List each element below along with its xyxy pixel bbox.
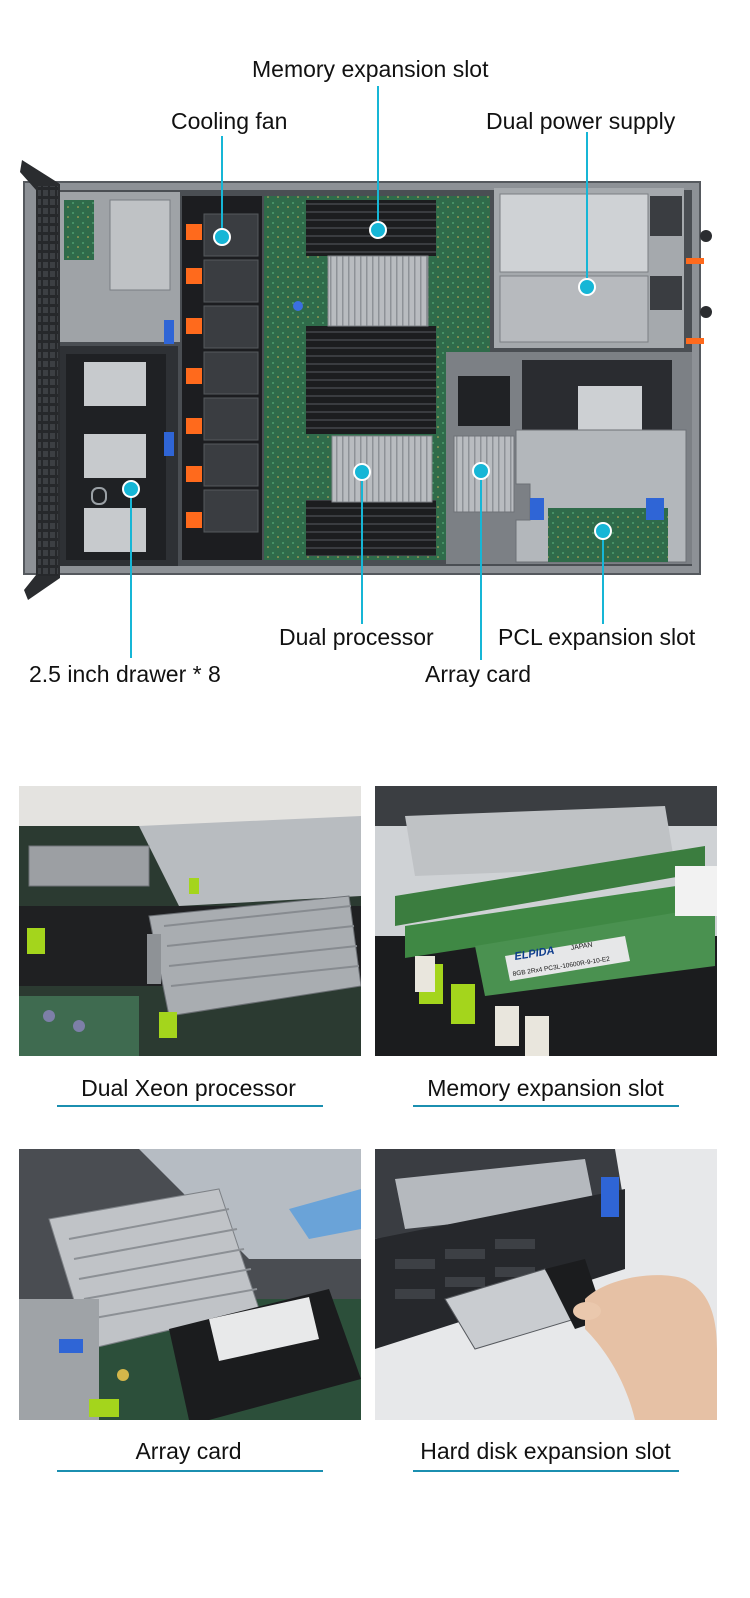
caption-hard-disk-expansion-slot: Hard disk expansion slot [420, 1438, 671, 1464]
caption-underline-1 [57, 1105, 323, 1107]
dot-drawer [122, 480, 140, 498]
ram-origin-label: JAPAN [570, 942, 593, 952]
hard-disk-photo-illustration [375, 1149, 717, 1420]
label-pcl-expansion-slot: PCL expansion slot [498, 624, 696, 650]
caption-underline-3 [57, 1470, 323, 1472]
label-dual-power-supply: Dual power supply [486, 108, 676, 134]
label-dual-processor: Dual processor [279, 624, 434, 650]
dot-dual-power-supply [578, 278, 596, 296]
dimm-bank-middle [306, 326, 436, 434]
photo-dual-xeon-processor [19, 786, 361, 1056]
heatsink-cpu1 [327, 255, 429, 327]
callout-leaders [122, 86, 612, 660]
caption-underline-4 [413, 1470, 679, 1472]
dot-dual-processor [353, 463, 371, 481]
heatsink-cpu2 [331, 435, 433, 503]
label-array-card: Array card [425, 661, 532, 687]
processor-photo-illustration [19, 786, 361, 1056]
label-memory-expansion-slot: Memory expansion slot [252, 56, 489, 82]
label-cooling-fan: Cooling fan [171, 108, 288, 134]
memory-photo-illustration: ELPIDA JAPAN 8GB 2Rx4 PC3L-10600R-9-10-E… [375, 786, 717, 1056]
caption-memory-expansion-slot: Memory expansion slot [427, 1075, 664, 1101]
caption-underline-2 [413, 1105, 679, 1107]
dot-memory-expansion-slot [369, 221, 387, 239]
array-card-photo-illustration [19, 1149, 361, 1420]
photo-array-card [19, 1149, 361, 1420]
server-chassis-illustration [20, 160, 712, 600]
caption-dual-xeon-processor: Dual Xeon processor [81, 1075, 296, 1101]
photo-memory-expansion-slot: ELPIDA JAPAN 8GB 2Rx4 PC3L-10600R-9-10-E… [375, 786, 717, 1056]
dimm-bank-bottom [306, 500, 436, 556]
photo-hard-disk-expansion-slot [375, 1149, 717, 1420]
dot-array-card [472, 462, 490, 480]
caption-array-card: Array card [135, 1438, 242, 1464]
server-diagram: Memory expansion slot Cooling fan Dual p… [0, 0, 750, 720]
dot-pcl-expansion-slot [594, 522, 612, 540]
label-drawer: 2.5 inch drawer * 8 [29, 661, 221, 687]
dot-cooling-fan [213, 228, 231, 246]
